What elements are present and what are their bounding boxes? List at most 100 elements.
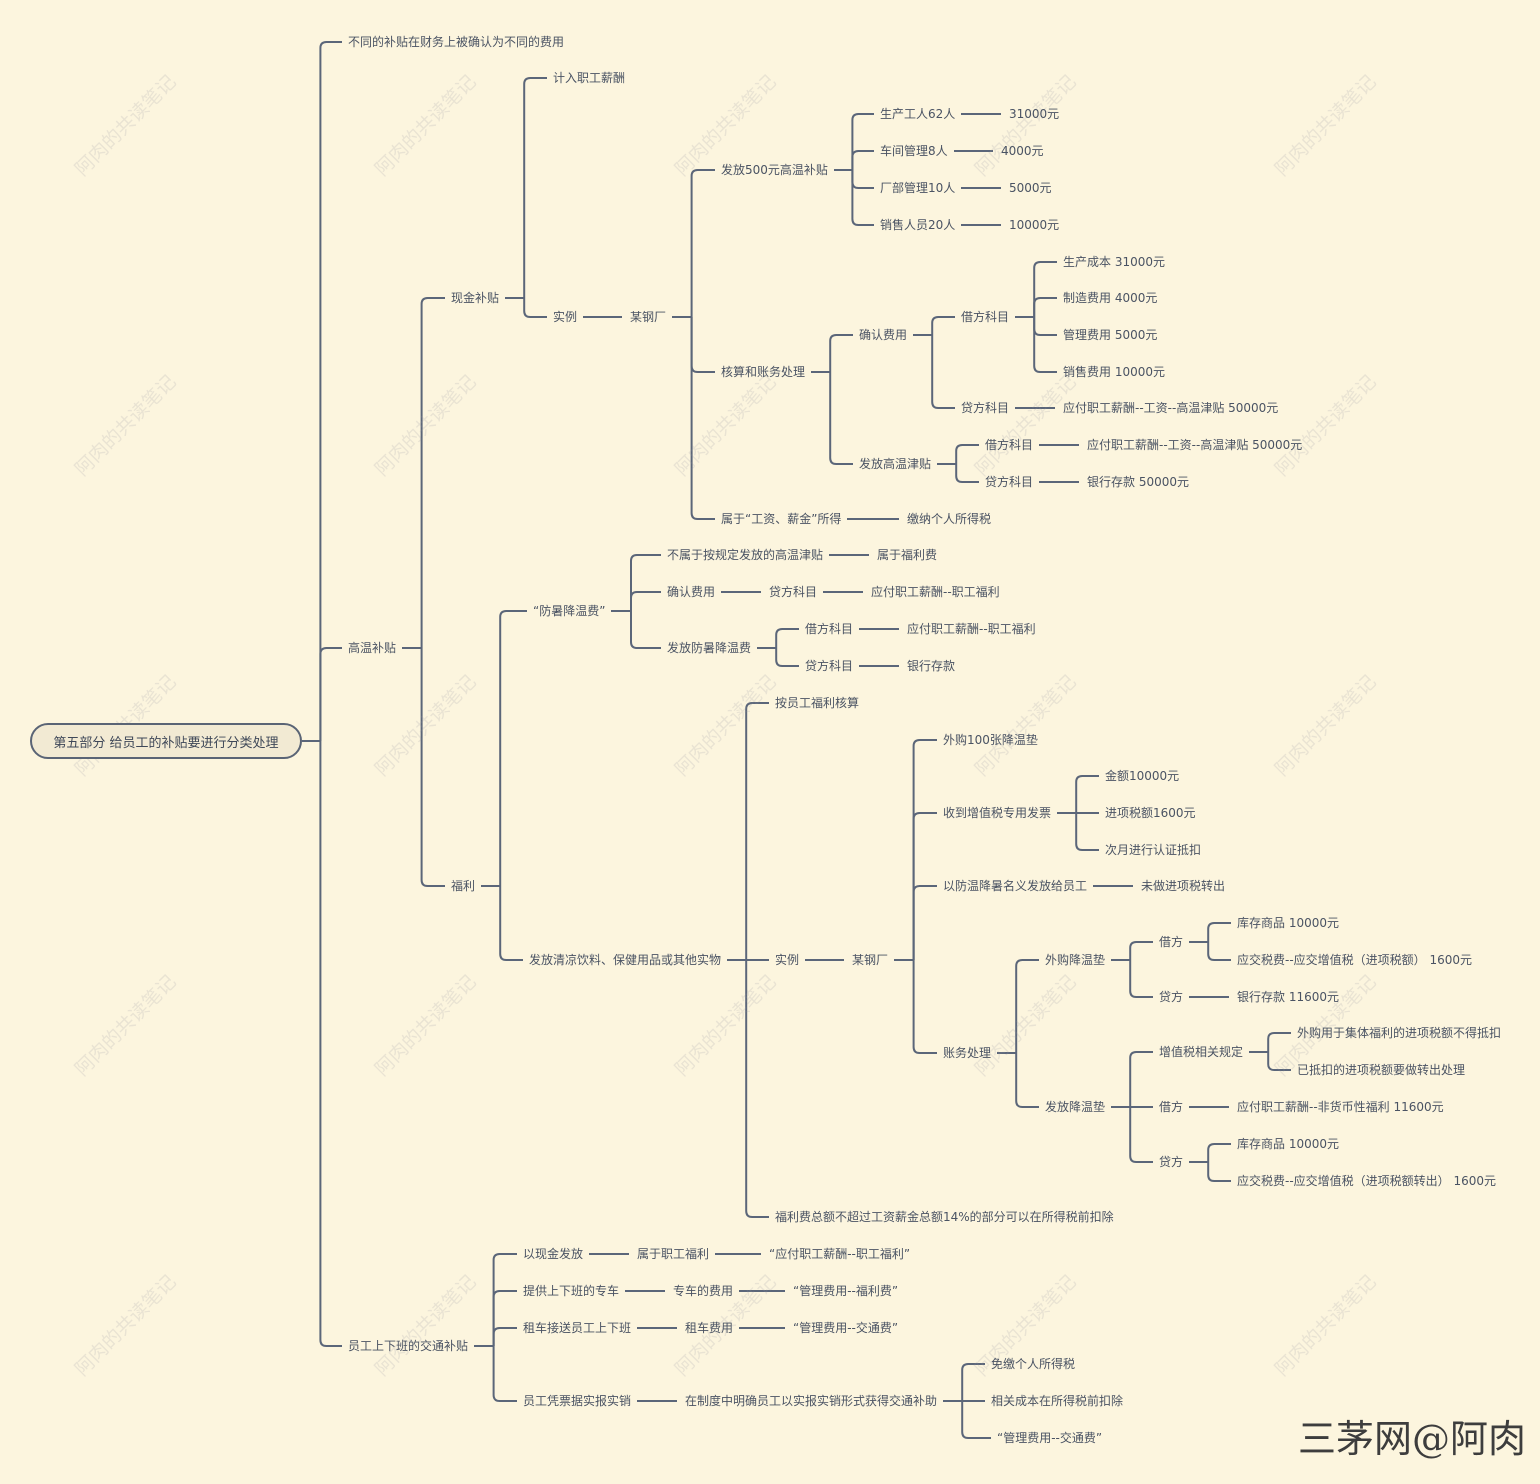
topic-g1b1[interactable]: 4000元	[1001, 144, 1044, 158]
link-n1	[319, 41, 342, 741]
link-g2b	[829, 372, 853, 465]
topic-g2a1[interactable]: 借方科目	[961, 310, 1010, 324]
topic-f1c1a[interactable]: 应付职工薪酬--职工福利	[907, 622, 1036, 636]
link-h2a	[1075, 775, 1099, 813]
topic-f1c2[interactable]: 贷方科目	[805, 659, 854, 673]
topic-h1[interactable]: 外购100张降温垫	[943, 733, 1038, 747]
topic-h4a1[interactable]: 借方	[1159, 935, 1184, 949]
topic-t4a[interactable]: 在制度中明确员工以实报实销形式获得交通补助	[685, 1394, 938, 1408]
topic-h4a2[interactable]: 贷方	[1159, 990, 1184, 1004]
topic-g2b2a[interactable]: 银行存款 50000元	[1087, 475, 1189, 489]
topic-t2b[interactable]: “管理费用--福利费”	[793, 1284, 899, 1298]
topic-g2a2[interactable]: 贷方科目	[961, 401, 1010, 415]
topic-n2[interactable]: 高温补贴	[348, 641, 397, 655]
topic-h4a2a[interactable]: 银行存款 11600元	[1237, 990, 1339, 1004]
topic-t2a[interactable]: 专车的费用	[673, 1284, 734, 1298]
topic-h4b3[interactable]: 贷方	[1159, 1155, 1184, 1169]
topic-h4[interactable]: 账务处理	[943, 1046, 992, 1060]
topic-g2[interactable]: 核算和账务处理	[721, 365, 806, 379]
topic-h4b1[interactable]: 增值税相关规定	[1159, 1045, 1244, 1059]
topic-g2a1d[interactable]: 销售费用 10000元	[1063, 365, 1165, 379]
topic-g1c1[interactable]: 5000元	[1009, 181, 1052, 195]
topic-n2a[interactable]: 现金补贴	[451, 291, 500, 305]
topic-g1c[interactable]: 厂部管理10人	[880, 181, 956, 195]
topic-g2a1c[interactable]: 管理费用 5000元	[1063, 328, 1158, 342]
link-n2a2	[523, 298, 547, 318]
topic-g2b[interactable]: 发放高温津贴	[859, 457, 932, 471]
topic-f1b1[interactable]: 贷方科目	[769, 585, 818, 599]
topic-f2[interactable]: 发放清凉饮料、保健用品或其他实物	[529, 953, 722, 967]
topic-h4a[interactable]: 外购降温垫	[1045, 953, 1106, 967]
topic-f1a1[interactable]: 属于福利费	[877, 548, 938, 562]
topic-t4a3[interactable]: “管理费用--交通费”	[997, 1431, 1103, 1445]
topic-g1b[interactable]: 车间管理8人	[880, 144, 948, 158]
topic-t4a1[interactable]: 免缴个人所得税	[991, 1357, 1076, 1371]
topic-t3a[interactable]: 租车费用	[685, 1321, 734, 1335]
topic-n2a2[interactable]: 实例	[553, 310, 578, 324]
topic-g1[interactable]: 发放500元高温补贴	[721, 163, 828, 177]
topic-h4b2a[interactable]: 应付职工薪酬--非货币性福利 11600元	[1237, 1100, 1444, 1114]
topic-g1a[interactable]: 生产工人62人	[880, 107, 956, 121]
topic-g3a[interactable]: 缴纳个人所得税	[907, 512, 992, 526]
topic-g1a1[interactable]: 31000元	[1009, 107, 1060, 121]
topic-f1[interactable]: “防暑降温费”	[533, 604, 606, 618]
topic-h2a[interactable]: 金额10000元	[1105, 769, 1180, 783]
topic-f1b1a[interactable]: 应付职工薪酬--职工福利	[871, 585, 1000, 599]
link-g2a1	[931, 316, 955, 335]
link-h2c	[1075, 813, 1099, 851]
link-n2b	[420, 648, 445, 887]
topic-h3a[interactable]: 未做进项税转出	[1141, 879, 1226, 893]
topic-h4b3b[interactable]: 应交税费--应交增值税（进项税额转出） 1600元	[1237, 1174, 1497, 1188]
topic-h2c[interactable]: 次月进行认证抵扣	[1105, 843, 1202, 857]
topic-f2c[interactable]: 福利费总额不超过工资薪金总额14%的部分可以在所得税前扣除	[775, 1210, 1114, 1224]
topic-g2b2[interactable]: 贷方科目	[985, 475, 1034, 489]
topic-g2b1a[interactable]: 应付职工薪酬--工资--高温津贴 50000元	[1087, 438, 1303, 452]
topic-n2b[interactable]: 福利	[451, 879, 476, 893]
topic-g2a[interactable]: 确认费用	[859, 328, 908, 342]
root-topic[interactable]: 第五部分 给员工的补贴要进行分类处理	[30, 723, 302, 759]
topic-f1b[interactable]: 确认费用	[667, 585, 716, 599]
topic-h2b[interactable]: 进项税额1600元	[1105, 806, 1196, 820]
topic-h4b[interactable]: 发放降温垫	[1045, 1100, 1106, 1114]
topic-t2[interactable]: 提供上下班的专车	[523, 1284, 620, 1298]
topic-f1c1[interactable]: 借方科目	[805, 622, 854, 636]
topic-t1a[interactable]: 属于职工福利	[637, 1247, 710, 1261]
topic-t3b[interactable]: “管理费用--交通费”	[793, 1321, 899, 1335]
topic-n2a1[interactable]: 计入职工薪酬	[553, 71, 626, 85]
link-h4b	[1015, 1053, 1039, 1108]
topic-g2b1[interactable]: 借方科目	[985, 438, 1034, 452]
topic-h3[interactable]: 以防温降暑名义发放给员工	[943, 879, 1088, 893]
topic-t4a2[interactable]: 相关成本在所得税前扣除	[991, 1394, 1124, 1408]
link-h3	[912, 885, 937, 960]
topic-f2b[interactable]: 实例	[775, 953, 800, 967]
topic-f1c2a[interactable]: 银行存款	[907, 659, 956, 673]
topic-t1[interactable]: 以现金发放	[523, 1247, 584, 1261]
topic-t3[interactable]: 租车接送员工上下班	[523, 1321, 632, 1335]
topic-h4b1a[interactable]: 外购用于集体福利的进项税额不得抵扣	[1297, 1026, 1502, 1040]
topic-g2a2a[interactable]: 应付职工薪酬--工资--高温津贴 50000元	[1063, 401, 1279, 415]
topic-f2b1[interactable]: 某钢厂	[852, 953, 889, 967]
topic-t1b[interactable]: “应付职工薪酬--职工福利”	[769, 1247, 911, 1261]
topic-n1[interactable]: 不同的补贴在财务上被确认为不同的费用	[348, 35, 565, 49]
topic-n2a2a[interactable]: 某钢厂	[630, 310, 667, 324]
topic-f1c[interactable]: 发放防暑降温费	[667, 641, 752, 655]
topic-n3[interactable]: 员工上下班的交通补贴	[348, 1339, 469, 1353]
topic-h4b1b[interactable]: 已抵扣的进项税额要做转出处理	[1297, 1063, 1466, 1077]
topic-g1d[interactable]: 销售人员20人	[880, 218, 956, 232]
link-g2b1	[955, 444, 979, 464]
topic-h4b3a[interactable]: 库存商品 10000元	[1237, 1137, 1339, 1151]
topic-h2[interactable]: 收到增值税专用发票	[943, 806, 1052, 820]
topic-g1d1[interactable]: 10000元	[1009, 218, 1060, 232]
topic-g2a1a[interactable]: 生产成本 31000元	[1063, 255, 1165, 269]
topic-g3[interactable]: 属于“工资、薪金”所得	[721, 512, 842, 526]
link-f1a	[630, 554, 661, 611]
topic-g2a1b[interactable]: 制造费用 4000元	[1063, 291, 1158, 305]
topic-h4b2[interactable]: 借方	[1159, 1100, 1184, 1114]
topic-f1a[interactable]: 不属于按规定发放的高温津贴	[667, 548, 824, 562]
topic-h4a1b[interactable]: 应交税费--应交增值税（进项税额） 1600元	[1237, 953, 1473, 967]
topic-f2a[interactable]: 按员工福利核算	[775, 696, 860, 710]
topic-h4a1a[interactable]: 库存商品 10000元	[1237, 916, 1339, 930]
topic-t4[interactable]: 员工凭票据实报实销	[523, 1394, 632, 1408]
